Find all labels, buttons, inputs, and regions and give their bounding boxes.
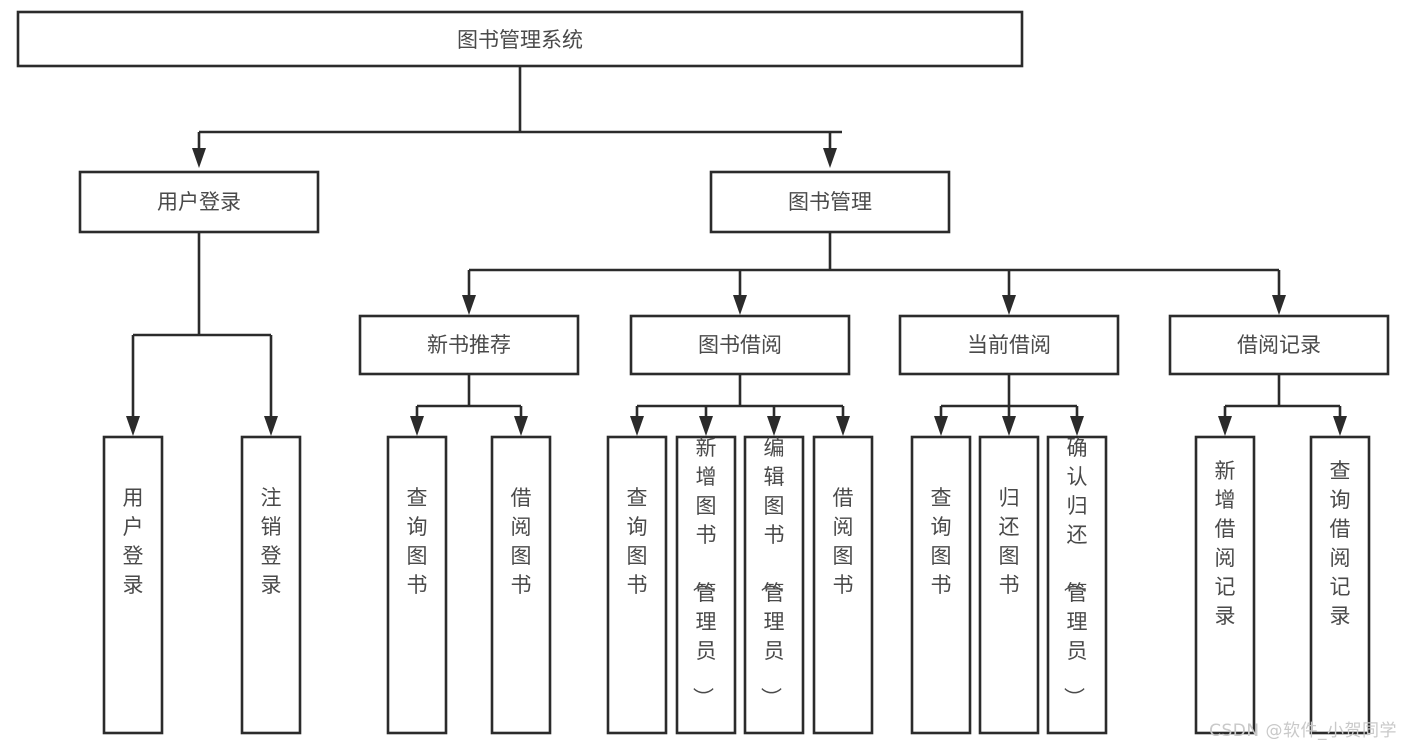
node-book-management-box bbox=[709, 170, 951, 234]
leaf-label: 借阅图书 bbox=[511, 486, 532, 597]
node-book-management[interactable]: 图书管理 bbox=[709, 170, 951, 234]
leaf-node-newbook-query-book[interactable]: 查询图书 bbox=[386, 435, 448, 735]
node-user-login[interactable]: 用户登录 bbox=[78, 170, 320, 234]
leaf-box bbox=[1046, 435, 1108, 735]
node-root-box bbox=[16, 10, 1024, 68]
leaf-box bbox=[1194, 435, 1256, 735]
node-book-management-label: 图书管理 bbox=[788, 190, 872, 214]
leaf-node-currentborrow-confirm-return[interactable]: 确认归还（管理员） bbox=[1046, 435, 1108, 735]
arrow-head-icon bbox=[1002, 295, 1016, 315]
leaf-node-user-login-logout[interactable]: 注销登录 bbox=[240, 435, 302, 735]
arrow-head-icon bbox=[126, 416, 140, 436]
arrow-head-icon bbox=[1002, 416, 1016, 436]
arrow-head-icon bbox=[1070, 416, 1084, 436]
arrow-head-icon bbox=[1218, 416, 1232, 436]
leaf-box bbox=[1309, 435, 1371, 735]
connector-currentborrow-to-leaves bbox=[934, 374, 1084, 436]
leaf-box bbox=[386, 435, 448, 735]
node-user-login-box bbox=[78, 170, 320, 234]
node-root-label: 图书管理系统 bbox=[457, 28, 583, 52]
arrow-head-icon bbox=[767, 416, 781, 436]
leaf-box bbox=[490, 435, 552, 735]
node-new-book-recommend-label: 新书推荐 bbox=[427, 333, 511, 357]
connector-userlogin-to-leaves bbox=[126, 232, 278, 436]
leaf-node-currentborrow-return-book[interactable]: 归还图书 bbox=[978, 435, 1040, 735]
node-book-borrow[interactable]: 图书借阅 bbox=[629, 314, 851, 376]
node-borrow-record[interactable]: 借阅记录 bbox=[1168, 314, 1390, 376]
arrow-head-icon bbox=[934, 416, 948, 436]
arrow-head-icon bbox=[733, 295, 747, 315]
connector-root-to-level2 bbox=[192, 66, 842, 168]
leaf-label: 借阅图书 bbox=[833, 486, 854, 597]
node-new-book-recommend-box bbox=[358, 314, 580, 376]
arrow-head-icon bbox=[264, 416, 278, 436]
leaf-node-bookborrow-add-book[interactable]: 新增图书（管理员） bbox=[675, 435, 737, 735]
leaf-label: 注销登录 bbox=[261, 486, 282, 597]
leaf-label: 用户登录 bbox=[123, 486, 144, 597]
leaf-node-bookborrow-borrow-book[interactable]: 借阅图书 bbox=[812, 435, 874, 735]
leaf-box bbox=[812, 435, 874, 735]
leaf-box bbox=[102, 435, 164, 735]
leaf-label: 查询借阅记录 bbox=[1330, 459, 1351, 628]
node-user-login-label: 用户登录 bbox=[157, 190, 241, 214]
node-borrow-record-label: 借阅记录 bbox=[1237, 333, 1321, 357]
connector-bookmgmt-to-level3 bbox=[462, 232, 1286, 315]
arrow-head-icon bbox=[462, 295, 476, 315]
leaf-label: 查询图书 bbox=[627, 486, 648, 597]
arrow-head-icon bbox=[514, 416, 528, 436]
node-current-borrow[interactable]: 当前借阅 bbox=[898, 314, 1120, 376]
leaf-box bbox=[910, 435, 972, 735]
leaf-node-newbook-borrow-book[interactable]: 借阅图书 bbox=[490, 435, 552, 735]
leaf-node-currentborrow-query-book[interactable]: 查询图书 bbox=[910, 435, 972, 735]
node-current-borrow-label: 当前借阅 bbox=[967, 333, 1051, 357]
leaf-label: 归还图书 bbox=[999, 486, 1020, 597]
arrow-head-icon bbox=[823, 148, 837, 168]
leaf-label: 编辑图书（管理员） bbox=[759, 436, 785, 708]
arrow-head-icon bbox=[630, 416, 644, 436]
arrow-head-icon bbox=[1333, 416, 1347, 436]
leaf-label: 查询图书 bbox=[931, 486, 952, 597]
connector-newbook-to-leaves bbox=[410, 374, 528, 436]
arrow-head-icon bbox=[192, 148, 206, 168]
leaf-label: 新增图书（管理员） bbox=[691, 436, 717, 708]
leaf-box bbox=[675, 435, 737, 735]
leaf-box bbox=[978, 435, 1040, 735]
csdn-watermark: CSDN @软件_小贺同学 bbox=[1209, 721, 1397, 741]
leaf-node-borrowrecord-query-record[interactable]: 查询借阅记录 bbox=[1309, 435, 1371, 735]
connector-bookborrow-to-leaves bbox=[630, 374, 850, 436]
leaf-box bbox=[240, 435, 302, 735]
arrow-head-icon bbox=[1272, 295, 1286, 315]
connector-borrowrecord-to-leaves bbox=[1218, 374, 1347, 436]
leaf-label: 确认归还（管理员） bbox=[1062, 436, 1088, 708]
node-book-borrow-box bbox=[629, 314, 851, 376]
node-book-borrow-label: 图书借阅 bbox=[698, 333, 782, 357]
arrow-head-icon bbox=[836, 416, 850, 436]
node-root-book-management-system[interactable]: 图书管理系统 bbox=[16, 10, 1024, 68]
arrow-head-icon bbox=[699, 416, 713, 436]
leaf-node-bookborrow-query-book[interactable]: 查询图书 bbox=[606, 435, 668, 735]
node-new-book-recommend[interactable]: 新书推荐 bbox=[358, 314, 580, 376]
arrow-head-icon bbox=[410, 416, 424, 436]
leaf-box bbox=[606, 435, 668, 735]
node-borrow-record-box bbox=[1168, 314, 1390, 376]
leaf-node-borrowrecord-add-record[interactable]: 新增借阅记录 bbox=[1194, 435, 1256, 735]
leaf-label: 新增借阅记录 bbox=[1215, 459, 1236, 628]
leaf-box bbox=[743, 435, 805, 735]
leaf-node-user-login-login[interactable]: 用户登录 bbox=[102, 435, 164, 735]
node-current-borrow-box bbox=[898, 314, 1120, 376]
leaf-label: 查询图书 bbox=[407, 486, 428, 597]
leaf-node-bookborrow-edit-book[interactable]: 编辑图书（管理员） bbox=[743, 435, 805, 735]
